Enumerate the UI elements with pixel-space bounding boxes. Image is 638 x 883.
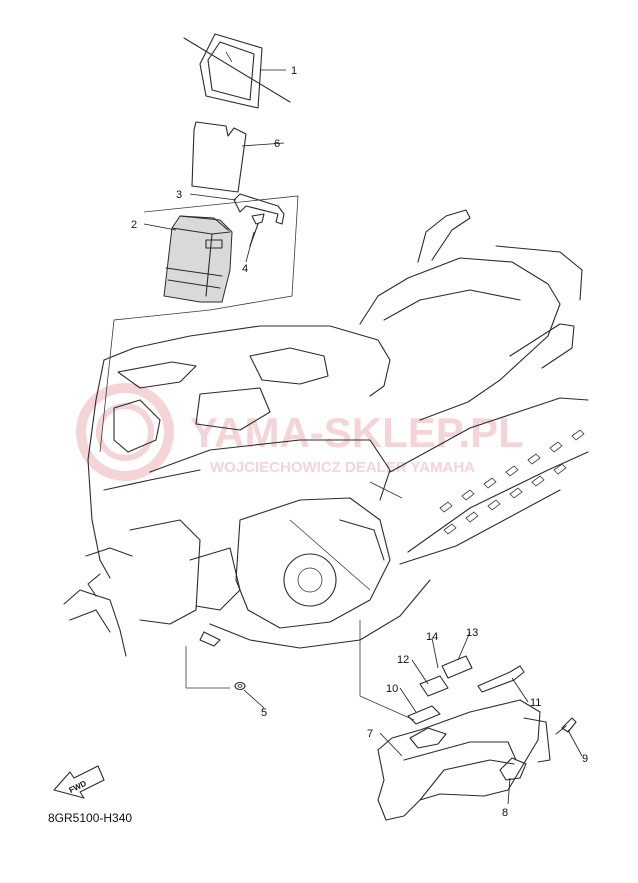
callout-8: 8 xyxy=(502,807,508,819)
fwd-arrow: FWD xyxy=(53,765,105,799)
lower-group-lines xyxy=(185,481,415,721)
part-4-bolt xyxy=(249,213,265,247)
part-8-plate xyxy=(499,757,527,781)
part-5-grommet xyxy=(234,681,246,691)
callout-11: 11 xyxy=(530,697,541,709)
fwd-label: FWD xyxy=(67,779,88,795)
snowmobile-body xyxy=(63,209,589,657)
part-13-decal xyxy=(441,655,473,679)
leader-lines xyxy=(143,69,583,805)
callout-6: 6 xyxy=(274,138,280,150)
callouts: 1 6 3 2 4 5 7 8 9 10 11 12 13 14 xyxy=(131,65,588,819)
callout-4: 4 xyxy=(242,263,248,275)
callout-5: 5 xyxy=(261,707,267,719)
callout-9: 9 xyxy=(582,753,588,765)
watermark-subtitle: WOJCIECHOWICZ DEALER YAMAHA xyxy=(210,459,475,476)
diagram-code: 8GR5100-H340 xyxy=(48,811,133,825)
watermark-logo xyxy=(76,383,174,481)
callout-10: 10 xyxy=(386,683,398,695)
watermark: YAMA-SKLEP.PL WOJCIECHOWICZ DEALER YAMAH… xyxy=(76,383,524,481)
part-11-rod xyxy=(477,665,525,693)
callout-3: 3 xyxy=(176,189,182,201)
part-2-battery xyxy=(163,215,233,303)
callout-7: 7 xyxy=(367,728,373,740)
part-6-cover xyxy=(191,121,247,193)
part-12-decal xyxy=(419,675,449,697)
callout-14: 14 xyxy=(426,631,438,643)
callout-12: 12 xyxy=(397,654,409,666)
upper-group-box xyxy=(99,195,299,453)
part-1-frame xyxy=(183,33,291,109)
part-9-screw xyxy=(555,717,577,735)
part-10-strip xyxy=(407,705,447,749)
callout-13: 13 xyxy=(466,627,478,639)
callout-2: 2 xyxy=(131,219,137,231)
callout-1: 1 xyxy=(291,65,297,77)
part-7-flap xyxy=(377,699,551,821)
watermark-title: YAMA-SKLEP.PL xyxy=(190,409,524,456)
